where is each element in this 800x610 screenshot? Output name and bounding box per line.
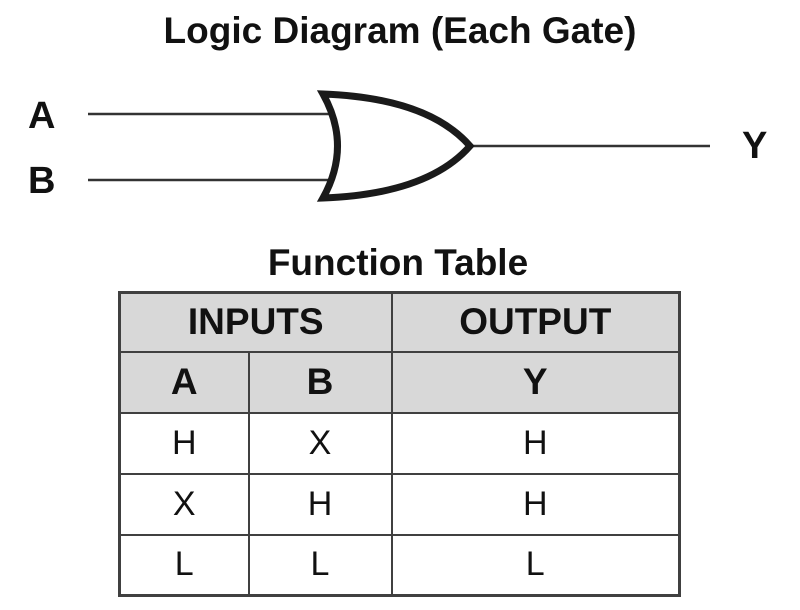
cell-b: X [247, 411, 393, 475]
cell-y: H [390, 411, 681, 475]
cell-a: L [118, 533, 250, 597]
column-header-a: A [118, 350, 250, 414]
cell-a: H [118, 411, 250, 475]
cell-b: H [247, 472, 393, 536]
or-gate-symbol [316, 90, 475, 202]
column-header-y: Y [390, 350, 681, 414]
or-gate-diagram [88, 90, 710, 202]
output-group-header: OUTPUT [390, 291, 681, 353]
column-header-b: B [247, 350, 393, 414]
function-table-title: Function Table [267, 242, 529, 283]
cell-y: L [390, 533, 681, 597]
table-row-column-headers: A B Y [118, 350, 681, 414]
table-row: H X H [118, 411, 681, 475]
table-row: L L L [118, 533, 681, 597]
input-label-b: B [28, 160, 56, 202]
cell-a: X [118, 472, 250, 536]
inputs-group-header: INPUTS [118, 291, 393, 353]
logic-diagram-title: Logic Diagram (Each Gate) [163, 10, 637, 51]
table-row: X H H [118, 472, 681, 536]
table-row-group-headers: INPUTS OUTPUT [118, 291, 681, 353]
cell-y: H [390, 472, 681, 536]
function-table: INPUTS OUTPUT A B Y H X H X H H L L L [118, 291, 681, 597]
output-label-y: Y [742, 125, 768, 167]
input-label-a: A [28, 95, 56, 137]
cell-b: L [247, 533, 393, 597]
